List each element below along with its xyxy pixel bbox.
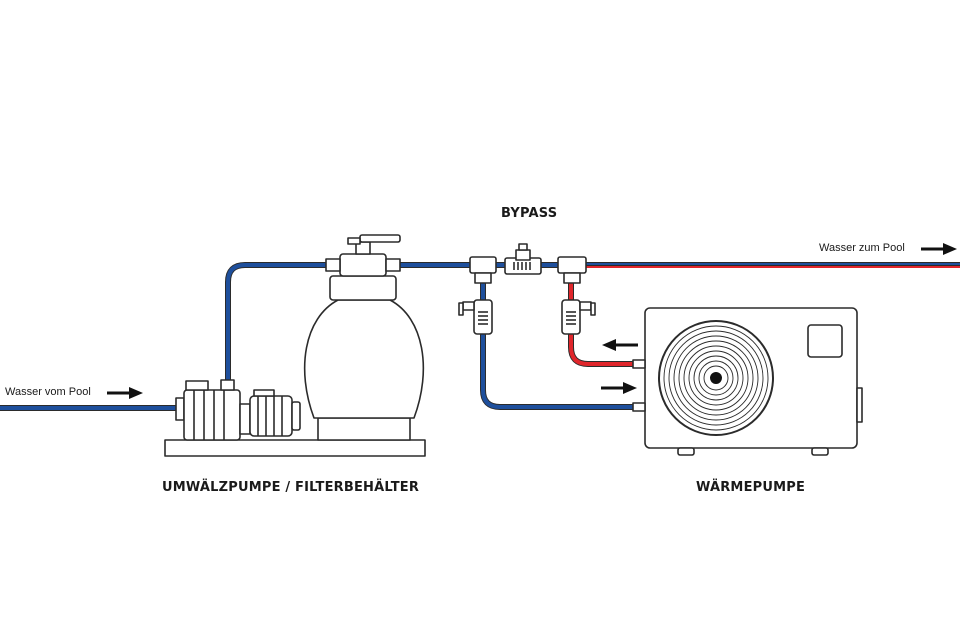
- base-plate: [164, 439, 426, 457]
- water-to-pool-label: Wasser zum Pool: [819, 242, 905, 254]
- bypass-valve: [504, 243, 542, 275]
- water-from-pool-label: Wasser vom Pool: [5, 386, 91, 398]
- filter-tank: [303, 234, 425, 419]
- tee-left: [469, 256, 497, 274]
- pump-filter-unit: [164, 234, 426, 457]
- heat-pump-unit: [632, 307, 863, 456]
- control-panel: [807, 324, 843, 358]
- right-arrow-icon: [921, 243, 957, 255]
- from-heatpump-pipe: [568, 332, 643, 367]
- right-arrow-icon: [601, 382, 637, 394]
- tee-right: [557, 256, 587, 274]
- valve-left: [458, 299, 493, 335]
- left-arrow-icon: [602, 339, 638, 351]
- pump: [175, 379, 301, 441]
- pipes: [0, 262, 960, 411]
- fan-grille: [658, 320, 774, 436]
- valve-right: [561, 299, 596, 335]
- right-arrow-icon: [107, 387, 143, 399]
- heat-pump-body: [644, 307, 858, 449]
- bypass-label: BYPASS: [501, 206, 558, 221]
- fan-hub: [710, 372, 722, 384]
- heat-pump-label: WÄRMEPUMPE: [696, 480, 806, 495]
- bypass-fittings: [458, 243, 596, 335]
- pump-filter-label: UMWÄLZPUMPE / FILTERBEHÄLTER: [162, 480, 420, 495]
- flow-arrows: [107, 243, 957, 399]
